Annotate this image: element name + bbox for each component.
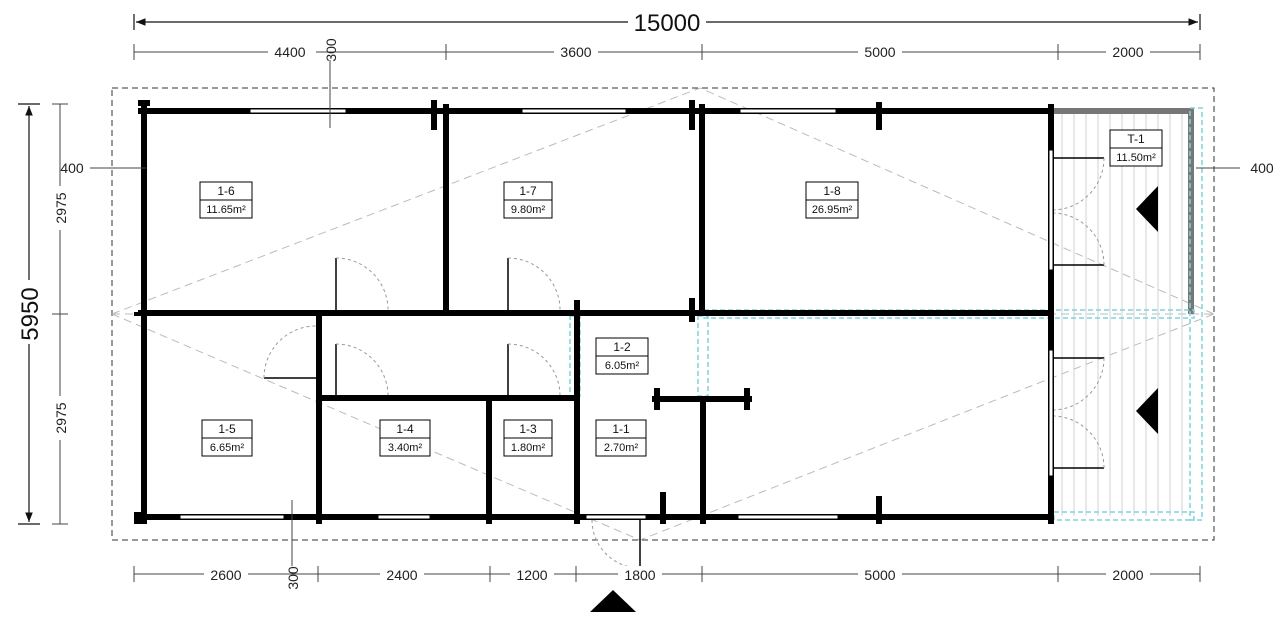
room-id: 1-4 [396, 422, 414, 436]
room-id: 1-7 [519, 184, 537, 198]
dimension-top-3: 5000 [864, 44, 895, 60]
dimension-overall-length [133, 14, 1201, 30]
dimension-left-2: 2975 [53, 402, 69, 433]
dimension-bottom-5: 5000 [864, 567, 895, 583]
dimension-top-4: 2000 [1112, 44, 1143, 60]
doors [264, 157, 1104, 568]
room-label-1-1: 1-1 2.70m² [595, 419, 647, 457]
windows [179, 108, 1054, 520]
dimension-top-labels: 4400 3600 5000 2000 300 [268, 38, 1150, 62]
dimension-right-offset: 400 [1250, 160, 1274, 176]
dimension-bottom-offset: 300 [285, 566, 301, 590]
room-area: 9.80m² [511, 204, 546, 216]
dimension-left-1: 2975 [53, 192, 69, 223]
dimension-overall-depth-text: 5950 [17, 287, 44, 340]
dimension-bottom-2: 2400 [386, 567, 417, 583]
dimension-bottom-labels: 2600 2400 1200 1800 5000 2000 300 [204, 566, 1150, 590]
dimension-left-chain [52, 103, 146, 525]
dimension-overall-depth [18, 103, 40, 525]
dimension-left-labels: 2975 2975 400 [52, 160, 84, 440]
room-area: 26.95m² [812, 204, 853, 216]
room-label-1-2: 1-2 6.05m² [595, 337, 649, 375]
room-area: 1.80m² [511, 442, 546, 454]
room-id: T-1 [1127, 132, 1145, 146]
room-id: 1-1 [612, 422, 630, 436]
dimension-overall-length-text: 15000 [634, 10, 701, 37]
dimension-bottom-6: 2000 [1112, 567, 1143, 583]
dimension-top-1: 4400 [274, 44, 305, 60]
dimension-left-offset: 400 [60, 160, 84, 176]
terrace-rail-top [1050, 108, 1194, 114]
room-id: 1-8 [823, 184, 841, 198]
dimension-bottom-chain [133, 500, 1201, 582]
room-id: 1-6 [217, 184, 235, 198]
walls [134, 100, 1054, 524]
room-area: 6.05m² [605, 360, 640, 372]
terrace-rail-right [1188, 108, 1194, 314]
room-area: 3.40m² [388, 442, 423, 454]
room-area: 11.50m² [1116, 152, 1156, 164]
dimension-bottom-3: 1200 [516, 567, 547, 583]
room-label-1-8: 1-8 26.95m² [805, 181, 859, 219]
room-id: 1-2 [613, 340, 631, 354]
dimension-bottom-1: 2600 [210, 567, 241, 583]
terrace-entrance-arrow-icon [1136, 388, 1158, 434]
room-area: 2.70m² [604, 442, 639, 454]
room-id: 1-3 [519, 422, 537, 436]
room-area: 11.65m² [206, 204, 246, 216]
room-id: 1-5 [218, 422, 236, 436]
room-label-1-4: 1-4 3.40m² [379, 419, 431, 457]
room-label-1-6: 1-6 11.65m² [199, 181, 253, 219]
room-label-1-7: 1-7 9.80m² [503, 181, 553, 219]
main-entrance-arrow-icon [590, 590, 636, 612]
room-label-t-1: T-1 11.50m² [1109, 129, 1163, 167]
room-area: 6.65m² [210, 442, 245, 454]
dimension-top-2: 3600 [560, 44, 591, 60]
door-swings [263, 157, 1105, 569]
dimension-top-offset: 300 [323, 38, 339, 62]
terrace-decking [1061, 112, 1183, 516]
dimension-bottom-4: 1800 [624, 567, 655, 583]
terrace-entrance-arrow-icon [1136, 186, 1158, 232]
room-label-1-3: 1-3 1.80m² [503, 419, 553, 457]
room-label-1-5: 1-5 6.65m² [201, 419, 253, 457]
